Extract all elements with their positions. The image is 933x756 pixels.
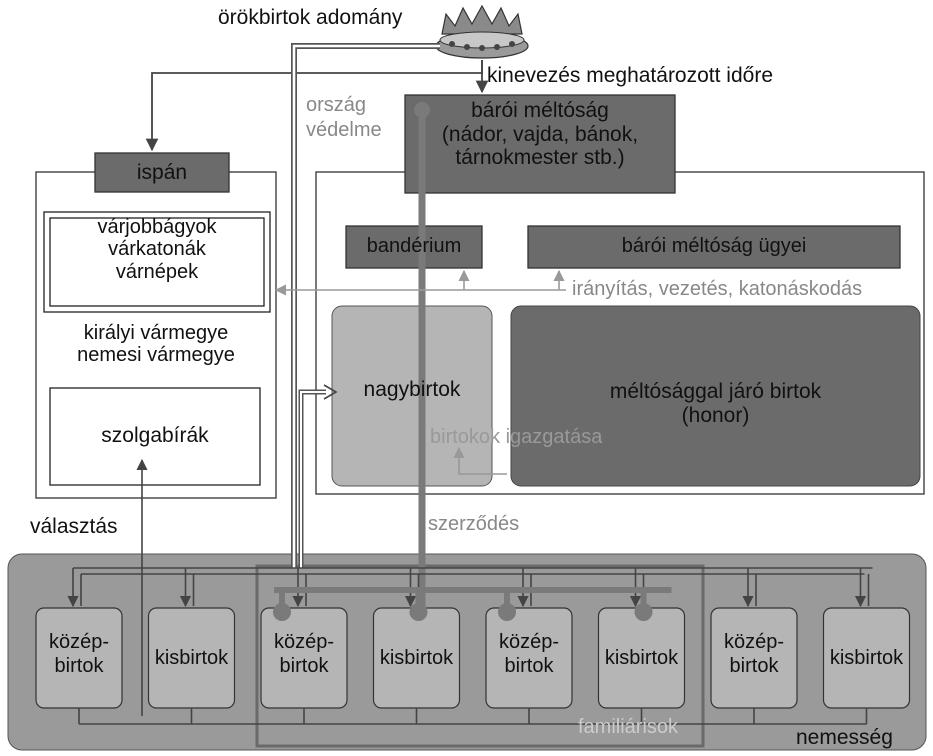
banderium-box — [345, 225, 483, 269]
baron-title-line3: tárnokmester stb.) — [455, 146, 625, 170]
estate-line1: közép- — [48, 631, 110, 653]
large-estate-box — [331, 305, 493, 487]
familiar-node-4 — [634, 603, 653, 621]
honor-estate-box — [510, 305, 921, 487]
serfs-line2: várkatonák — [108, 238, 206, 261]
nobility-label: nemesség — [796, 726, 893, 749]
county-type-label: királyi vármegye nemesi vármegye — [36, 322, 276, 367]
ispan-label: ispán — [136, 161, 188, 184]
estate-boxes — [35, 607, 911, 709]
estate-line1: közép- — [498, 631, 560, 653]
baron-affairs-box — [527, 225, 901, 269]
serfs-line1: várjobbágyok — [97, 216, 217, 238]
nobility-band — [7, 553, 927, 751]
baron-dignity-title: bárói méltóság (nádor, vajda, bánok, tár… — [405, 99, 675, 170]
contract-label: szerződés — [428, 513, 520, 535]
county-type-line2: nemesi vármegye — [77, 344, 235, 367]
estate-label-3: közép-birtok — [261, 630, 347, 678]
grant-line-inner — [292, 44, 440, 568]
estate-label-8: kisbirtok — [824, 646, 910, 670]
crown-icon — [435, 4, 529, 59]
defense-arrow-inner — [300, 391, 330, 568]
grant-label: örökbirtok adomány — [218, 6, 403, 29]
baron-title-line2: (nádor, vajda, bánok, — [441, 122, 639, 146]
castle-serfs-label: várjobbágyok várkatonák várnépek — [44, 216, 270, 283]
estate-label-1: közép-birtok — [36, 630, 122, 678]
estate-line1: közép- — [273, 631, 335, 653]
familiar-node-3 — [498, 603, 516, 621]
trunk-top-node — [414, 102, 430, 118]
election-label: választás — [30, 515, 118, 538]
estate-line2: birtok — [504, 655, 554, 677]
estate-label-5: közép-birtok — [486, 630, 572, 678]
familiar-node-2 — [409, 603, 428, 621]
estate-line1: közép- — [723, 631, 785, 653]
familiar-node-1 — [273, 603, 291, 621]
magistrates-box — [49, 387, 261, 486]
estate-admin-arrow — [453, 446, 507, 475]
appointment-label: kinevezés meghatározott időre — [487, 64, 773, 87]
honor-estate-label: méltósággal járó birtok (honor) — [511, 380, 920, 427]
serfs-line3: várnépek — [115, 260, 199, 283]
connectors — [67, 567, 873, 725]
estate-line1: kisbirtok — [154, 647, 229, 669]
honor-line2: (honor) — [681, 403, 750, 427]
defense-label: ország védelme — [306, 94, 382, 141]
baron-affairs-label: bárói méltóság ügyei — [621, 235, 807, 257]
estate-label-4: kisbirtok — [374, 646, 460, 670]
banderium-label: bandérium — [366, 235, 462, 257]
magistrates-label: szolgabírák — [101, 424, 209, 447]
defense-arrowhead — [323, 384, 338, 400]
estate-line2: birtok — [729, 655, 779, 677]
estate-label-7: közép-birtok — [711, 630, 797, 678]
castle-serfs-box — [43, 211, 271, 313]
honor-line1: méltósággal járó birtok — [609, 380, 822, 403]
estate-line1: kisbirtok — [379, 647, 454, 669]
baron-title-line1: bárói méltóság — [471, 99, 609, 122]
familiars-label: familiárisok — [578, 716, 679, 738]
estate-label-2: kisbirtok — [149, 646, 235, 670]
familiars-frame — [255, 564, 705, 748]
county-type-line1: királyi vármegye — [83, 322, 229, 344]
estate-admin-label: birtokok igazgatása — [430, 426, 603, 448]
large-estate-label: nagybirtok — [363, 378, 461, 401]
estate-line1: kisbirtok — [829, 647, 904, 669]
castle-serfs-inner-border — [49, 217, 265, 307]
estate-line1: kisbirtok — [604, 647, 679, 669]
baron-dignity-box — [404, 94, 676, 194]
estate-line2: birtok — [279, 655, 329, 677]
functions-label: irányítás, vezetés, katonáskodás — [572, 278, 863, 300]
ispan-box — [94, 152, 230, 193]
estate-label-6: kisbirtok — [599, 646, 685, 670]
estate-line2: birtok — [54, 655, 104, 677]
